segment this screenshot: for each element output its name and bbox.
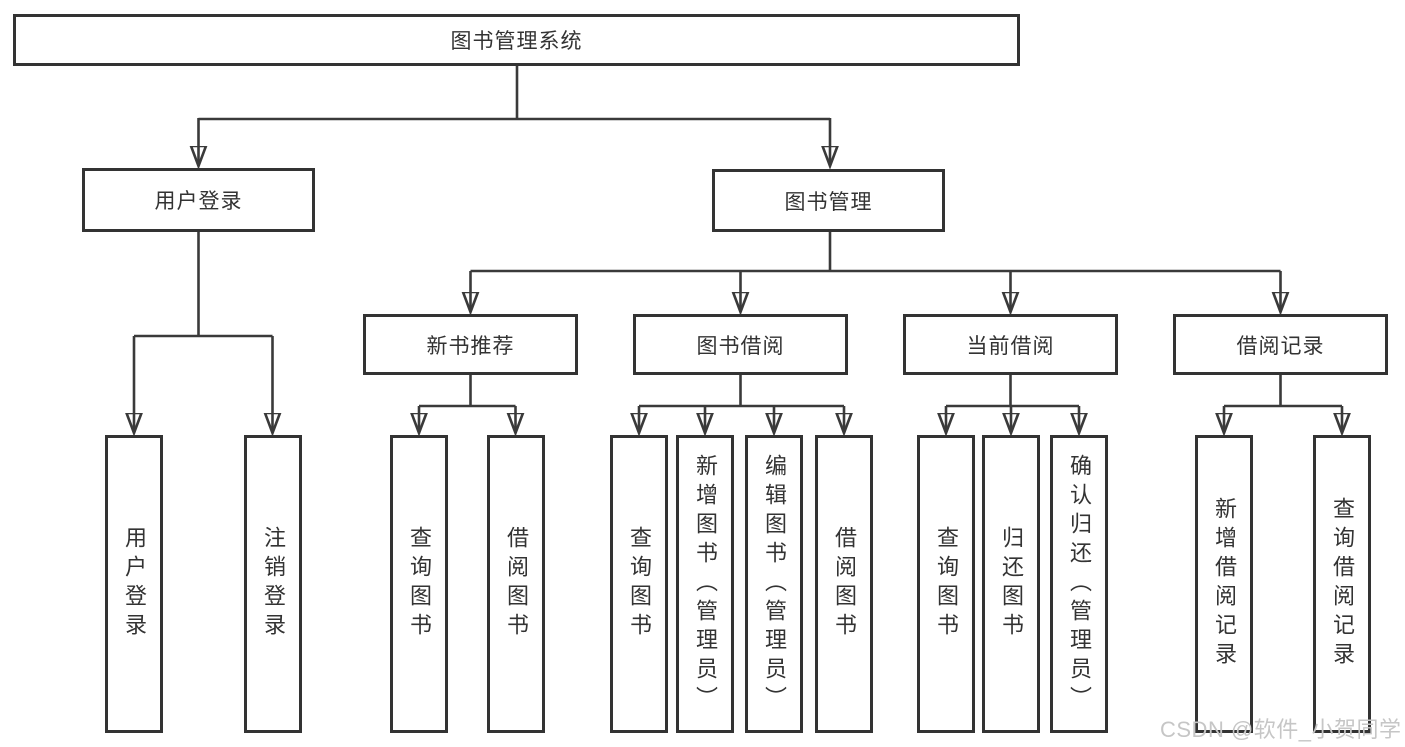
- leaf-br-query-record-label: 查询借阅记录: [1330, 497, 1355, 671]
- leaf-br-query-record: 查询借阅记录: [1313, 435, 1371, 733]
- node-new-book-recommend-label: 新书推荐: [426, 334, 515, 358]
- node-book-borrowing-label: 图书借阅: [696, 334, 785, 358]
- leaf-logout: 注销登录: [244, 435, 302, 733]
- node-book-borrowing: 图书借阅: [633, 314, 848, 375]
- node-borrowing-records: 借阅记录: [1173, 314, 1388, 375]
- leaf-br-add-record: 新增借阅记录: [1195, 435, 1253, 733]
- node-book-management-label: 图书管理: [784, 190, 873, 214]
- node-root-system: 图书管理系统: [13, 14, 1020, 66]
- node-user-login: 用户登录: [82, 168, 315, 232]
- leaf-nb-query-books: 查询图书: [390, 435, 448, 733]
- leaf-cb-confirm-return-admin: 确认归还（管理员）: [1050, 435, 1108, 733]
- leaf-bb-edit-books-admin: 编辑图书（管理员）: [745, 435, 803, 733]
- leaf-user-login: 用户登录: [105, 435, 163, 733]
- node-current-borrowing-label: 当前借阅: [966, 334, 1055, 358]
- leaf-bb-add-books-admin-label: 新增图书（管理员）: [693, 453, 718, 715]
- leaf-bb-query-books: 查询图书: [610, 435, 668, 733]
- node-root-label: 图书管理系统: [450, 30, 583, 53]
- leaf-nb-borrow-books-label: 借阅图书: [504, 526, 529, 642]
- leaf-cb-query-books: 查询图书: [917, 435, 975, 733]
- leaf-bb-borrow-books-label: 借阅图书: [832, 526, 857, 642]
- leaf-bb-query-books-label: 查询图书: [627, 526, 652, 642]
- node-borrowing-records-label: 借阅记录: [1236, 334, 1325, 358]
- csdn-watermark: CSDN @软件_小贺同学: [1160, 717, 1402, 742]
- leaf-bb-borrow-books: 借阅图书: [815, 435, 873, 733]
- node-book-management: 图书管理: [712, 169, 945, 232]
- node-new-book-recommend: 新书推荐: [363, 314, 578, 375]
- leaf-nb-query-books-label: 查询图书: [407, 526, 432, 642]
- leaf-cb-return-books: 归还图书: [982, 435, 1040, 733]
- leaf-cb-query-books-label: 查询图书: [934, 526, 959, 642]
- leaf-user-login-label: 用户登录: [122, 526, 147, 642]
- leaf-br-add-record-label: 新增借阅记录: [1212, 497, 1237, 671]
- leaf-bb-add-books-admin: 新增图书（管理员）: [676, 435, 734, 733]
- leaf-cb-return-books-label: 归还图书: [999, 526, 1024, 642]
- node-current-borrowing: 当前借阅: [903, 314, 1118, 375]
- leaf-cb-confirm-return-admin-label: 确认归还（管理员）: [1067, 453, 1092, 715]
- node-user-login-label: 用户登录: [154, 190, 243, 213]
- leaf-bb-edit-books-admin-label: 编辑图书（管理员）: [762, 453, 787, 715]
- leaf-nb-borrow-books: 借阅图书: [487, 435, 545, 733]
- leaf-logout-label: 注销登录: [261, 526, 286, 642]
